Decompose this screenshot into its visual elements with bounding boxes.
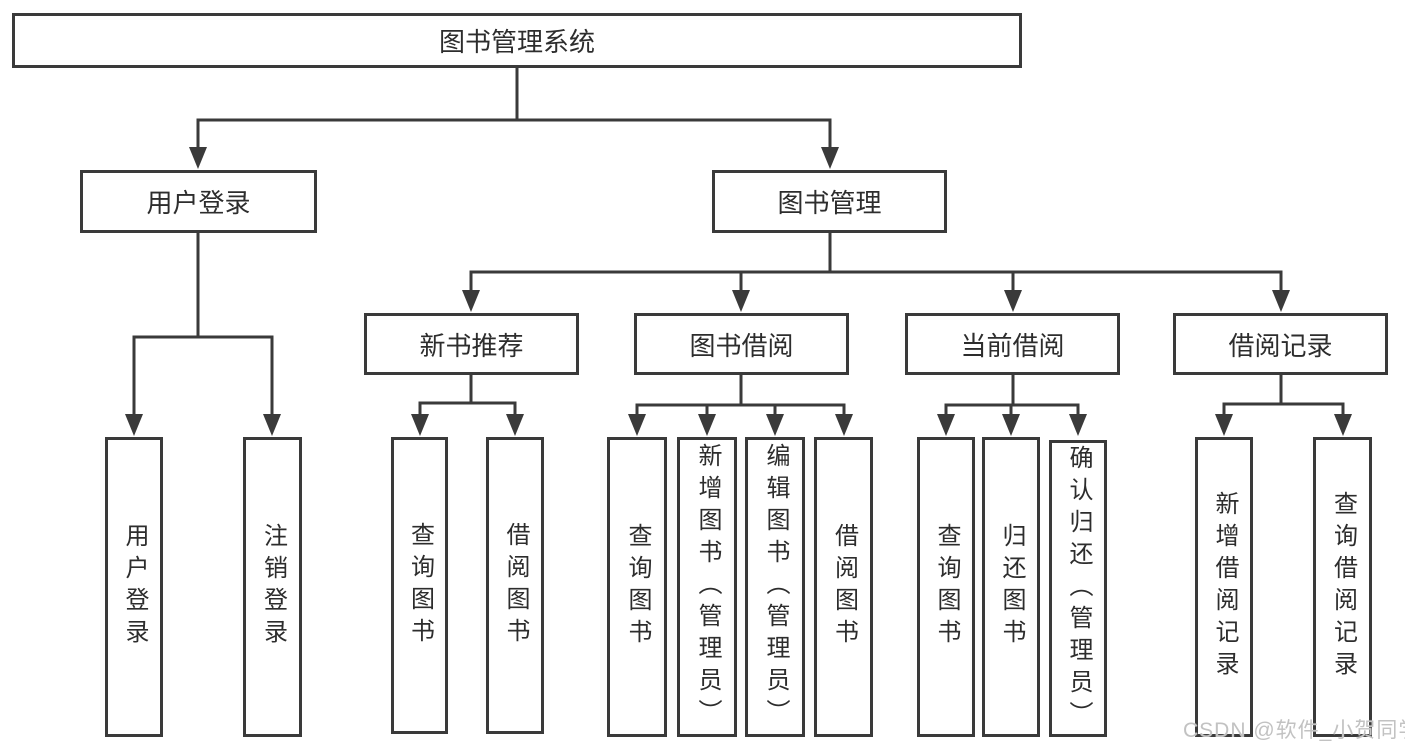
leaf-borrow-books-borrowing: 借阅图书 (814, 437, 873, 737)
node-label: 借阅记录 (1228, 330, 1333, 361)
node-current-borrowing: 当前借阅 (905, 313, 1120, 375)
node-user-login-group: 用户登录 (80, 170, 317, 233)
leaf-return-books: 归还图书 (982, 437, 1040, 737)
node-label: 新书推荐 (419, 330, 524, 361)
connector-segments (132, 68, 1345, 415)
node-label: 查询借阅记录 (1329, 491, 1357, 683)
node-label: 图书借阅 (689, 330, 794, 361)
node-book-borrowing: 图书借阅 (634, 313, 849, 375)
node-label: 图书管理系统 (438, 27, 595, 57)
node-label: 归还图书 (998, 523, 1025, 651)
leaf-add-borrow-record: 新增借阅记录 (1195, 437, 1253, 737)
node-label: 查询图书 (406, 521, 434, 650)
node-label: 借阅图书 (830, 523, 858, 651)
node-label: 图书管理 (777, 188, 882, 218)
leaf-edit-books-admin: 编辑图书（管理员） (745, 437, 805, 737)
leaf-query-borrow-record: 查询借阅记录 (1313, 437, 1372, 737)
node-label: 编辑图书（管理员） (762, 443, 789, 731)
node-label: 确认归还（管理员） (1065, 444, 1092, 733)
leaf-query-books-borrowing: 查询图书 (607, 437, 667, 737)
leaf-logout: 注销登录 (243, 437, 302, 737)
node-label: 新增借阅记录 (1211, 491, 1238, 683)
node-label: 用户登录 (146, 188, 251, 218)
leaf-query-books-current: 查询图书 (917, 437, 975, 737)
leaf-query-books-recommend: 查询图书 (391, 437, 448, 734)
node-borrowing-records: 借阅记录 (1173, 313, 1388, 375)
node-book-management: 图书管理 (712, 170, 947, 233)
leaf-user-login: 用户登录 (105, 437, 163, 737)
node-label: 用户登录 (121, 523, 148, 651)
node-label: 当前借阅 (960, 330, 1065, 361)
node-library-system: 图书管理系统 (12, 13, 1022, 68)
leaf-borrow-books-recommend: 借阅图书 (486, 437, 544, 734)
node-label: 查询图书 (933, 523, 960, 651)
node-new-book-recommendation: 新书推荐 (364, 313, 579, 375)
node-label: 注销登录 (259, 523, 287, 651)
node-label: 新增图书（管理员） (694, 443, 721, 731)
leaf-add-books-admin: 新增图书（管理员） (677, 437, 737, 737)
node-label: 借阅图书 (502, 521, 529, 650)
watermark: CSDN @软件_小贺同学 (1183, 719, 1405, 742)
leaf-confirm-return-admin: 确认归还（管理员） (1049, 440, 1107, 737)
node-label: 查询图书 (624, 523, 651, 651)
arrow-heads (125, 147, 1352, 436)
